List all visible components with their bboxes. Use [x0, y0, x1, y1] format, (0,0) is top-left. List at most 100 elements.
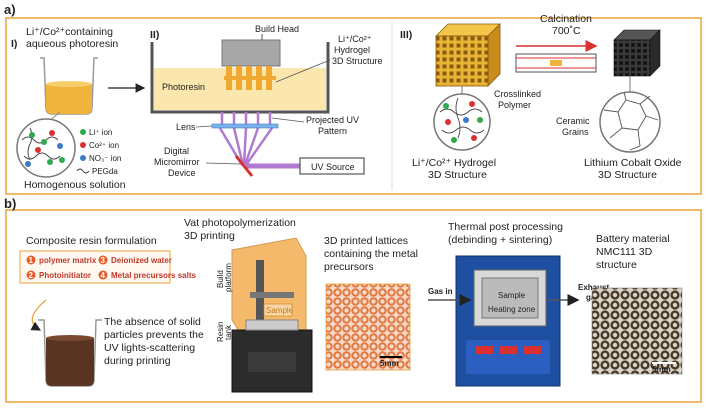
uv-source-box — [299, 157, 365, 175]
panel-a-border — [5, 17, 702, 195]
legend-li: Li⁺ ion — [89, 128, 112, 137]
ion-cluster-iii — [439, 97, 485, 143]
absence-2: particles prevents the — [104, 329, 204, 341]
nmc-lattice-photo — [591, 287, 683, 375]
resin-item-2-num: 2 — [29, 271, 34, 280]
thermal-title-2: (debinding + sintering) — [448, 234, 552, 246]
pegda-line — [76, 168, 90, 174]
crosslinked-label-2: Polymer — [498, 100, 531, 110]
calcination-label: Calcination — [540, 13, 592, 25]
sla-printer — [231, 237, 313, 393]
resin-item-3-text: Deionized water — [111, 256, 172, 265]
grain-zoom-circle — [599, 91, 661, 153]
battery-2: NMC111 3D — [596, 246, 653, 258]
projected-uv-pointer — [271, 117, 305, 123]
resin-item-1-text: polymer matrix — [39, 256, 97, 265]
resin-title-1: Li⁺/Co²⁺containing — [26, 26, 113, 38]
legend-no3: NO₃⁻ ion — [89, 154, 121, 163]
gas-in-label: Gas in — [428, 287, 453, 296]
temperature-label: 700˚C — [552, 25, 581, 37]
scale-bar-1 — [380, 356, 402, 358]
battery-3: structure — [596, 259, 637, 271]
resin-tank-1: Resin — [216, 322, 225, 342]
lens-label: Lens — [176, 122, 196, 132]
resin-item-3-num: 3 — [101, 256, 106, 265]
solution-zoom-circle — [16, 118, 76, 178]
heating-zone-label: Heating zone — [488, 305, 536, 314]
resin-item-2: 2 Photoinitiator — [26, 270, 91, 280]
scale-label-2: 5mm — [652, 365, 671, 374]
resin-item-4-num: 4 — [101, 271, 106, 280]
resin-item-4: 4 Metal precursors salts — [98, 270, 196, 280]
lco-3d-label-2: 3D Structure — [598, 169, 657, 181]
build-head-label: Build Head — [255, 24, 299, 34]
ceramic-label-2: Grains — [562, 127, 589, 137]
scale-label-1: 5mm — [380, 359, 399, 368]
composite-title: Composite resin formulation — [26, 235, 157, 247]
hydrogel-3d-label-2: 3D Structure — [428, 169, 487, 181]
sub-label-ii: II) — [150, 29, 159, 41]
resin-item-2-text: Photoinitiator — [39, 271, 91, 280]
absence-3: UV lights-scattering — [104, 342, 195, 354]
ceramic-cube — [613, 29, 661, 77]
dmd-pointer — [205, 162, 241, 165]
panel-a-label: a) — [4, 2, 16, 17]
resin-item-3: 3 Deionized water — [98, 255, 172, 265]
printed-1: 3D printed lattices — [324, 235, 408, 247]
printed-2: containing the metal — [324, 248, 418, 260]
exhaust-1: Exhaust — [578, 283, 609, 292]
scale-bar-2 — [652, 362, 676, 364]
hydrogel-label-2: Hydrogel — [334, 45, 370, 55]
co-ion-dot — [80, 142, 86, 148]
hydrogel-pointer — [275, 59, 331, 83]
ion-cluster-i — [21, 127, 65, 167]
sub-label-i: I) — [11, 38, 17, 50]
absence-4: during printing — [104, 355, 171, 367]
resin-item-4-text: Metal precursors salts — [111, 271, 196, 280]
hydrogel-pillars — [224, 66, 276, 90]
vat-sample-label: Sample — [266, 306, 294, 315]
lens — [211, 123, 279, 129]
resin-item-1: 1 polymer matrix — [26, 255, 97, 265]
resin-arrow — [30, 299, 47, 331]
ion-legend: Li⁺ ion Co²⁺ ion NO₃⁻ ion PEGda — [76, 128, 121, 176]
dmd-label-3: Device — [168, 168, 196, 178]
resin-tank-2: tank — [224, 324, 233, 340]
dmd-label-1: Digital — [164, 146, 189, 156]
furnace-sample-label: Sample — [498, 291, 526, 300]
dmd-label-2: Micromirror — [154, 157, 200, 167]
vat-title-1: Vat photopolymerization — [184, 217, 296, 229]
resin-beaker-b — [38, 319, 102, 387]
li-ion-dot — [80, 129, 86, 135]
absence-1: The absence of solid — [104, 316, 201, 328]
hydrogel-3d-label-1: Li⁺/Co²⁺ Hydrogel — [412, 157, 496, 169]
vat-sample — [263, 303, 293, 317]
projected-uv-2: Pattern — [318, 126, 347, 136]
sub-label-iii: III) — [400, 29, 412, 41]
lens-pointer — [195, 125, 213, 128]
hydrogel-label-1: Li⁺/Co²⁺ — [338, 34, 372, 44]
resin-item-box — [19, 250, 171, 284]
legend-pegda: PEGda — [92, 167, 118, 176]
hydrogel-cube — [435, 23, 501, 87]
lco-3d-label-1: Lithium Cobalt Oxide — [584, 157, 682, 169]
printed-3: precursors — [324, 261, 374, 273]
panel-b-label: b) — [4, 196, 16, 211]
furnace-tube — [515, 53, 597, 73]
projected-uv-1: Projected UV — [306, 115, 359, 125]
build-platform-2: platform — [224, 263, 233, 292]
crosslinked-label-1: Crosslinked — [494, 89, 541, 99]
legend-co: Co²⁺ ion — [89, 141, 119, 150]
beaker-i — [40, 57, 98, 115]
micromirror — [234, 155, 254, 177]
photoresin-label: Photoresin — [162, 82, 205, 92]
uv-rays — [218, 112, 300, 169]
tube-furnace — [455, 255, 561, 387]
hydrogel-label-3: 3D Structure — [332, 56, 383, 66]
resin-title-2: aqueous photoresin — [26, 38, 118, 50]
vat-title-2: 3D printing — [184, 230, 235, 242]
printed-lattice-photo — [325, 283, 411, 371]
uv-source-label: UV Source — [311, 162, 355, 172]
battery-1: Battery material — [596, 233, 670, 245]
